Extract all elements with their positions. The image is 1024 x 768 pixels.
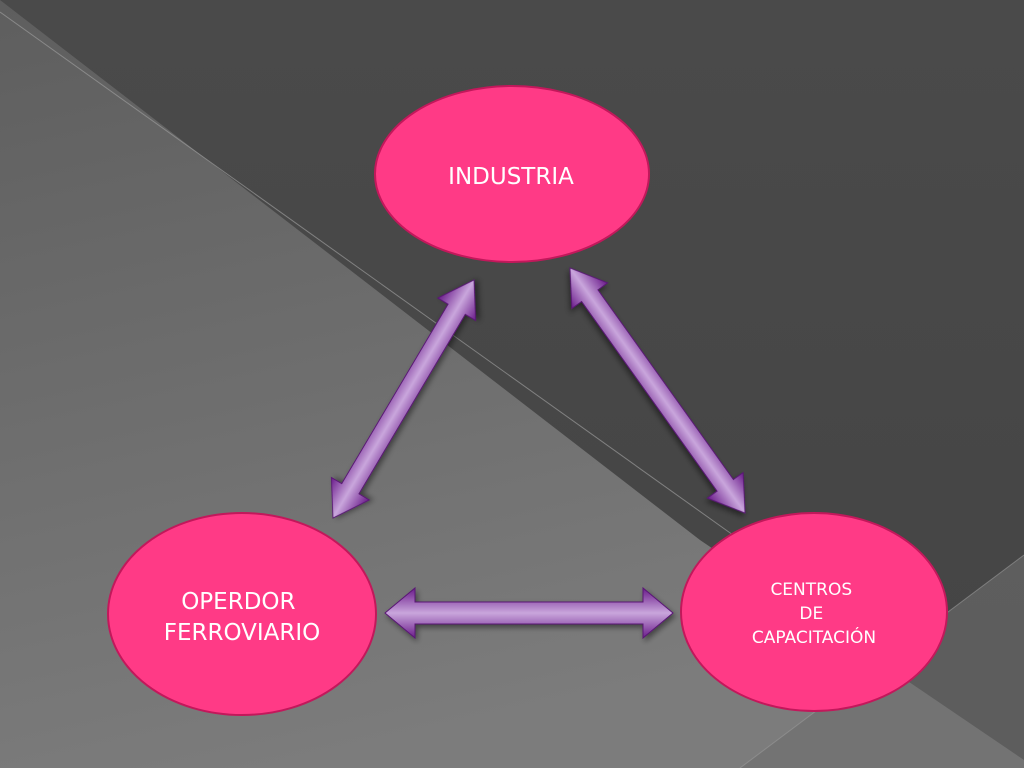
background-diagonal-line <box>0 11 741 541</box>
node-operador: OPERDOR FERROVIARIO <box>107 512 377 716</box>
arrow-industria-centros <box>569 267 746 514</box>
node-centros-label: CENTROS DE CAPACITACIÓN <box>752 580 876 648</box>
node-industria-line: INDUSTRIA <box>448 164 574 190</box>
arrow-operador-centros <box>384 586 674 640</box>
node-industria: INDUSTRIA <box>374 85 650 263</box>
node-operador-line: FERROVIARIO <box>164 620 321 646</box>
node-centros-line: DE <box>799 604 823 624</box>
node-industria-label: INDUSTRIA <box>448 164 574 190</box>
arrow-operador-industria <box>330 279 477 519</box>
node-centros-line: CAPACITACIÓN <box>752 626 876 648</box>
node-centros-shape <box>680 512 948 712</box>
node-operador-line: OPERDOR <box>181 589 295 615</box>
node-operador-label: OPERDOR FERROVIARIO <box>164 589 321 646</box>
node-centros: CENTROS DE CAPACITACIÓN <box>680 512 948 712</box>
node-operador-shape <box>107 512 377 716</box>
node-centros-line: CENTROS <box>770 580 852 600</box>
node-industria-shape <box>374 85 650 263</box>
